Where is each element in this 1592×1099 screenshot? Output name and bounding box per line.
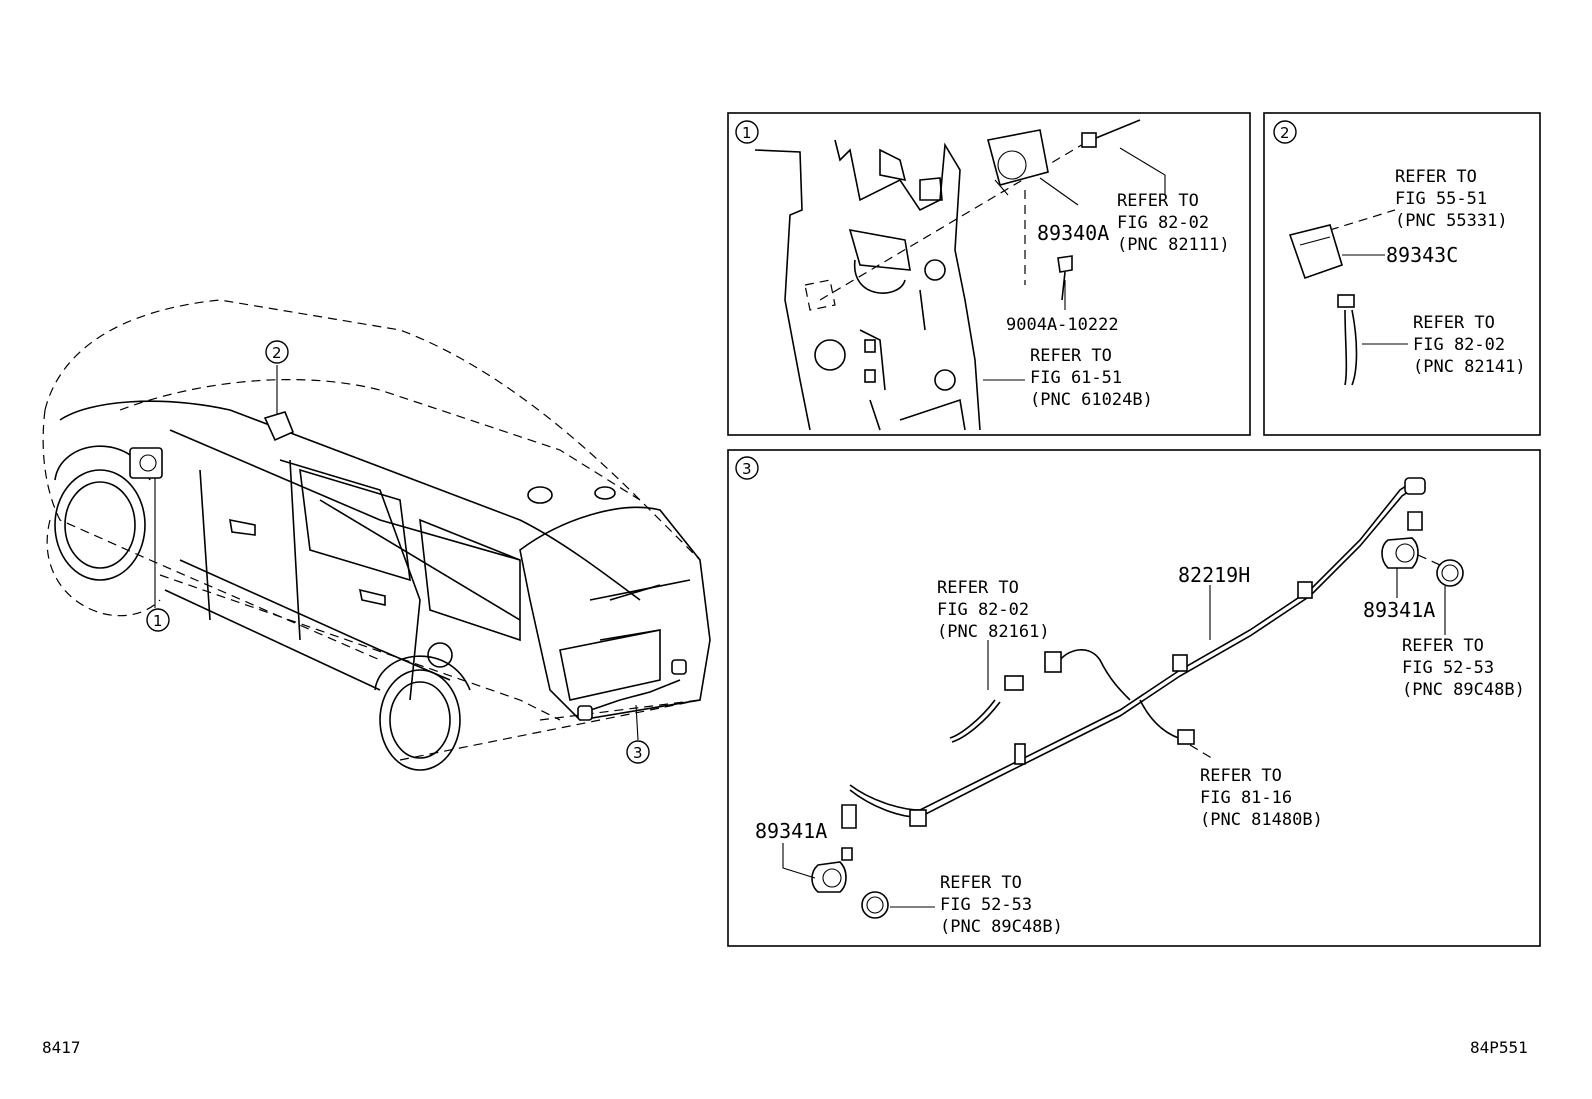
ref-text: FIG 81-16 xyxy=(1200,788,1292,808)
vehicle-component-2-icon xyxy=(263,411,295,442)
ref-text: (PNC 82161) xyxy=(937,622,1050,642)
ref-text: (PNC 82141) xyxy=(1413,357,1526,377)
part-number-89340a: 89340A xyxy=(1037,221,1109,245)
ref-text: FIG 82-02 xyxy=(1413,335,1505,355)
vehicle-component-1-icon xyxy=(129,447,163,479)
door-panel-illustration xyxy=(754,139,981,431)
footer-left-code: 8417 xyxy=(42,1038,81,1057)
svg-text:3: 3 xyxy=(742,460,752,478)
part-number-89343c: 89343C xyxy=(1386,243,1458,267)
ref-text: REFER TO xyxy=(1402,636,1484,656)
svg-text:2: 2 xyxy=(272,344,282,362)
module-89340a-icon xyxy=(987,129,1049,196)
footer-right-code: 84P551 xyxy=(1470,1038,1528,1057)
ref-text: FIG 52-53 xyxy=(940,895,1032,915)
connector-82111-icon xyxy=(1081,119,1141,148)
connector-82141-icon xyxy=(1337,294,1358,386)
svg-text:1: 1 xyxy=(153,612,163,630)
callout-3-badge: 3 xyxy=(626,740,650,764)
panel-1-badge: 1 xyxy=(735,120,759,144)
panel-3-badge: 3 xyxy=(735,456,759,480)
ref-text: REFER TO xyxy=(1117,191,1199,211)
svg-text:1: 1 xyxy=(742,124,752,142)
vehicle-component-3-icon xyxy=(577,659,687,721)
bolt-icon xyxy=(1057,255,1073,301)
panel-3-frame xyxy=(727,449,1541,947)
part-number-89341a-right: 89341A xyxy=(1363,598,1435,622)
ref-text: FIG 61-51 xyxy=(1030,368,1122,388)
ref-text: (PNC 89C48B) xyxy=(940,917,1063,937)
panel-2-badge: 2 xyxy=(1273,120,1297,144)
ref-text: FIG 82-02 xyxy=(937,600,1029,620)
wire-harness-82219h-illustration xyxy=(849,477,1426,827)
assembly-dashed-line xyxy=(819,139,1091,301)
svg-text:2: 2 xyxy=(1280,124,1290,142)
ref-text: (PNC 89C48B) xyxy=(1402,680,1525,700)
ref-text: FIG 55-51 xyxy=(1395,189,1487,209)
camera-89343c-icon xyxy=(1288,224,1343,280)
ref-text: REFER TO xyxy=(1413,313,1495,333)
ref-text: (PNC 55331) xyxy=(1395,211,1508,231)
panel-2-frame xyxy=(1263,112,1541,436)
ref-text: REFER TO xyxy=(940,873,1022,893)
ref-text: (PNC 61024B) xyxy=(1030,390,1153,410)
ref-text: (PNC 82111) xyxy=(1117,235,1230,255)
part-number-82219h: 82219H xyxy=(1178,563,1250,587)
callout-1-badge: 1 xyxy=(146,608,170,632)
callout-2-badge: 2 xyxy=(265,340,289,364)
sensor-89341a-left-icon xyxy=(811,804,889,919)
vehicle-outline xyxy=(42,299,711,771)
ref-text: (PNC 81480B) xyxy=(1200,810,1323,830)
part-number-89341a-left: 89341A xyxy=(755,819,827,843)
ref-text: FIG 52-53 xyxy=(1402,658,1494,678)
ref-text: REFER TO xyxy=(937,578,1019,598)
ref-text: REFER TO xyxy=(1200,766,1282,786)
part-number-9004a-10222: 9004A-10222 xyxy=(1006,315,1119,335)
ref-text: REFER TO xyxy=(1395,167,1477,187)
panel-1-frame xyxy=(727,112,1251,436)
ref-text: FIG 82-02 xyxy=(1117,213,1209,233)
ref-text: REFER TO xyxy=(1030,346,1112,366)
sensor-89341a-right-icon xyxy=(1381,511,1464,587)
svg-text:3: 3 xyxy=(633,744,643,762)
